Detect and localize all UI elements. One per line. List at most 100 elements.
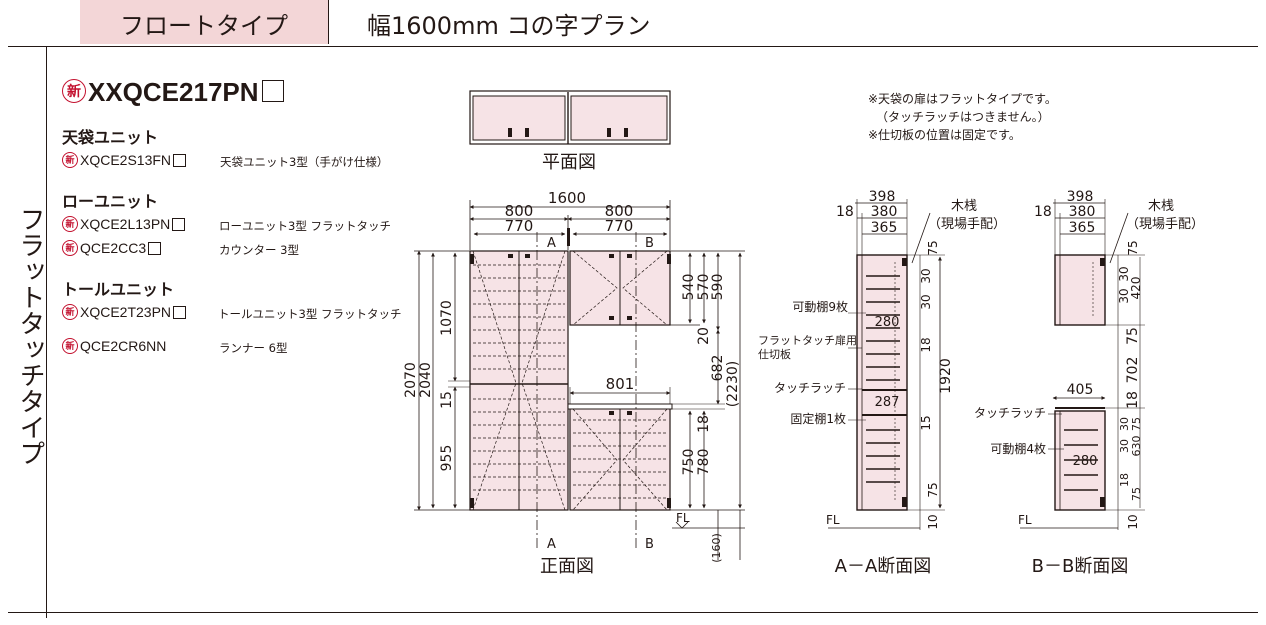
- part-code: XQCE2T23PN: [80, 304, 172, 320]
- label-touch-latch: タッチラッチ: [974, 406, 1046, 420]
- new-badge-icon: 新: [62, 338, 78, 355]
- dim-right: 15: [919, 415, 933, 430]
- part-desc: カウンター 3型: [219, 243, 299, 257]
- plan-cabinet-left: [472, 95, 566, 141]
- dim-depth: 365: [871, 220, 898, 236]
- dim-right: 10: [1126, 514, 1140, 529]
- dim-depth: 365: [1069, 220, 1096, 236]
- section-b-view: [1020, 199, 1145, 530]
- dim-right: 18: [1118, 473, 1131, 487]
- dim-half-width: 800: [505, 202, 534, 220]
- shelf-depth: 287: [875, 395, 900, 410]
- section-title: ローユニット: [62, 192, 159, 211]
- dim-right: 10: [926, 514, 940, 529]
- part-desc: トールユニット3型 フラットタッチ: [218, 307, 402, 321]
- part-code: XQCE2S13FN: [80, 152, 172, 168]
- dim-floor-gap: (160): [710, 533, 723, 563]
- dim-height-2070: 2070: [403, 362, 419, 398]
- label-partition: フラットタッチ扉用: [758, 334, 857, 347]
- type-tab: フロートタイプ: [80, 0, 329, 44]
- new-badge-icon: 新: [62, 79, 86, 104]
- plan-cabinet-right: [570, 95, 668, 141]
- dim-right: 30: [1117, 266, 1131, 281]
- dim-counter-18: 18: [696, 415, 712, 433]
- dim-side: 18: [836, 204, 854, 220]
- dim-right: 75: [1126, 240, 1140, 255]
- dim-right: 30: [1117, 288, 1131, 303]
- plan-view: [469, 90, 671, 145]
- dim-depth: 380: [871, 204, 898, 220]
- bottom-line: [8, 612, 1258, 613]
- dim-height-15: 15: [439, 391, 455, 409]
- dim-right: 30: [919, 294, 933, 309]
- part-desc: 天袋ユニット3型（手がけ仕様）: [220, 155, 389, 169]
- dim-right: 30: [1118, 417, 1131, 431]
- new-badge-icon: 新: [62, 152, 78, 169]
- dim-depth: 398: [869, 189, 896, 205]
- section-mark-a: A: [547, 537, 556, 552]
- color-code-box: [173, 305, 187, 319]
- front-view: [414, 200, 745, 560]
- batten-label: 木桟: [1148, 199, 1174, 214]
- header-bar: フロートタイプ 幅1600mm コの字プラン: [0, 0, 1266, 44]
- fl-label: FL: [676, 511, 690, 525]
- dim-height-955: 955: [439, 445, 455, 472]
- dim-inner-width: 770: [605, 217, 634, 235]
- view-title-plan: 平面図: [542, 152, 596, 173]
- dim-right: 30: [1118, 439, 1131, 453]
- section-mark-b: B: [645, 236, 654, 251]
- plan-handles: [508, 128, 628, 137]
- new-badge-icon: 新: [62, 216, 78, 233]
- dim-right: 18: [1125, 391, 1141, 409]
- view-title-section-a: A－A断面図: [835, 556, 932, 577]
- dim-right: 75: [1130, 417, 1143, 431]
- dim-right: 30: [919, 268, 933, 283]
- label-fixed-shelf: 固定棚1枚: [790, 411, 846, 426]
- fl-label: FL: [826, 513, 840, 527]
- dim-right: 75: [926, 240, 940, 255]
- type-label: フロートタイプ: [120, 12, 288, 40]
- section-a-view: [828, 199, 945, 530]
- counter: [567, 403, 673, 410]
- note-line: （タッチラッチはつきません。）: [876, 110, 1050, 124]
- dim-height-780: 780: [696, 449, 712, 476]
- section-title: トールユニット: [62, 280, 175, 299]
- batten-note: （現場手配）: [1126, 217, 1204, 232]
- dim-height-2040: 2040: [418, 362, 434, 398]
- model-code: XXQCE217PN: [88, 77, 259, 107]
- dim-right: 18: [919, 337, 933, 352]
- dim-depth: 398: [1067, 189, 1094, 205]
- dim-side: 18: [1034, 204, 1052, 220]
- section-mark-b: B: [645, 537, 654, 552]
- view-title-front: 正面図: [540, 556, 594, 577]
- dim-half-width: 800: [605, 202, 634, 220]
- color-code-box: [172, 217, 186, 231]
- color-code-box: [148, 241, 162, 255]
- dim-right: 75: [1130, 487, 1143, 501]
- batten-note: （現場手配）: [928, 217, 1006, 232]
- dim-height-570: 570: [696, 274, 712, 301]
- dim-right: 630: [1130, 436, 1143, 457]
- note-line: ※仕切板の位置は固定です。: [868, 128, 1021, 142]
- part-code: QCE2CC3: [80, 240, 147, 256]
- part-desc: ランナー 6型: [219, 341, 288, 355]
- new-badge-icon: 新: [62, 304, 78, 321]
- view-title-section-b: B－B断面図: [1032, 556, 1129, 577]
- fl-label: FL: [1018, 513, 1032, 527]
- dim-height-750: 750: [681, 449, 697, 476]
- notes: ※天袋の扉はフラットタイプです。 （タッチラッチはつきません。） ※仕切板の位置…: [868, 90, 1057, 144]
- section-title: 天袋ユニット: [62, 128, 159, 147]
- label-movable-shelves: 可動棚4枚: [990, 441, 1046, 456]
- dim-height-2230: (2230): [725, 361, 741, 408]
- dim-counter-width: 801: [606, 375, 635, 393]
- plan-tab: 幅1600mm コの字プラン: [329, 0, 1266, 44]
- batten-label: 木桟: [951, 199, 977, 214]
- dim-right: 75: [926, 482, 940, 497]
- dim-depth: 380: [1069, 204, 1096, 220]
